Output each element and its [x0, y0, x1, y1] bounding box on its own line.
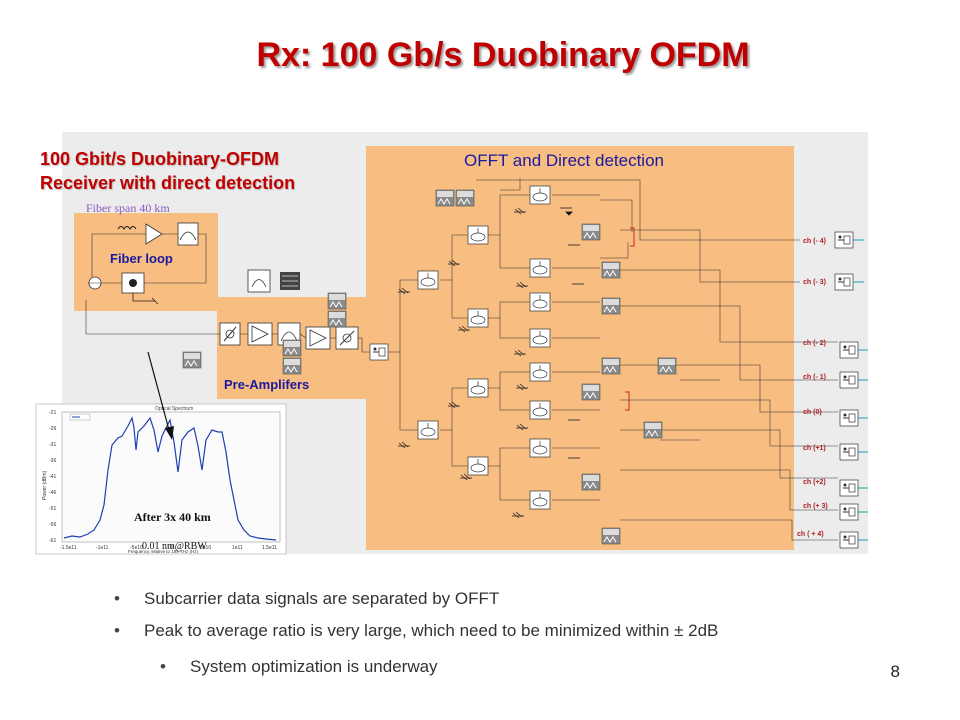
- channel-label: ch (+1): [803, 445, 826, 452]
- spectrum-ytick: -46: [49, 490, 56, 496]
- page-number: 8: [890, 662, 900, 681]
- spectrum-ytick: -26: [49, 426, 56, 432]
- spectrum-ylabel: Power (dBm): [42, 470, 48, 500]
- fiber-span-label: Fiber span 40 km: [86, 201, 170, 215]
- caption-line-1: 100 Gbit/s Duobinary-OFDM: [40, 149, 280, 169]
- channel-label: ch ( + 4): [797, 531, 824, 538]
- spectrum-xlabel: Frequency relative to 194 THz (Hz): [128, 549, 198, 554]
- channel-label: ch (- 1): [803, 374, 826, 381]
- fiber-loop-components: [88, 222, 207, 305]
- spectrum-ytick: -21: [49, 410, 56, 416]
- spectrum-note-distance: After 3x 40 km: [134, 510, 211, 524]
- spectrum-xtick: 5e10: [200, 545, 211, 551]
- spectrum-title: Optical Spectrum: [155, 406, 193, 412]
- channel-label: ch (+2): [803, 479, 826, 486]
- channel-receivers: [834, 231, 868, 549]
- offt-demux-tree: [388, 178, 838, 541]
- bullet-list: Subcarrier data signals are separated by…: [110, 586, 900, 686]
- spectrum-ytick: -56: [49, 522, 56, 528]
- bullet-item: Subcarrier data signals are separated by…: [110, 586, 900, 618]
- spectrum-xtick: -1e11: [96, 545, 109, 551]
- spectrum-ytick: -51: [49, 506, 56, 512]
- spectrum-xtick: -1.5e11: [60, 545, 77, 551]
- caption-line-2: Receiver with direct detection: [40, 173, 296, 193]
- spectrum-ytick: -31: [49, 442, 56, 448]
- spectrum-inset: Optical Spectrum -21 -26 -31 -36 -41 -46…: [35, 403, 287, 555]
- spectrum-note-rbw: 0.01 nm@RBW: [142, 541, 207, 552]
- fiber-loop-label: Fiber loop: [110, 251, 173, 266]
- pre-amplifiers-label: Pre-Amplifers: [224, 377, 309, 392]
- diagram-caption: 100 Gbit/s Duobinary-OFDM Receiver with …: [40, 147, 295, 195]
- channel-label: ch (0): [803, 409, 822, 416]
- offt-components: [397, 185, 677, 545]
- spectrum-xtick: 1e11: [232, 545, 243, 551]
- sub-bullet-item: System optimization is underway: [110, 654, 900, 686]
- slide-title: Rx: 100 Gb/s Duobinary OFDM: [256, 36, 750, 74]
- bullet-item: Peak to average ratio is very large, whi…: [110, 618, 900, 650]
- spectrum-ytick: -61: [49, 538, 56, 544]
- spectrum-xtick: 1.5e11: [262, 545, 277, 551]
- channel-label: ch (- 3): [803, 279, 826, 286]
- spectrum-xtick: -5e10: [130, 545, 143, 551]
- offt-label: OFFT and Direct detection: [464, 151, 664, 170]
- offt-panel: [366, 146, 794, 550]
- channel-label: ch (- 2): [803, 340, 826, 347]
- spectrum-ytick: -36: [49, 458, 56, 464]
- pre-amplifier-components: [85, 269, 389, 375]
- spectrum-xtick: 0: [170, 545, 173, 551]
- pointer-arrow: [147, 351, 174, 440]
- channel-label: ch (+ 3): [803, 503, 828, 510]
- spectrum-ytick: -41: [49, 474, 56, 480]
- channel-label: ch (- 4): [803, 238, 826, 245]
